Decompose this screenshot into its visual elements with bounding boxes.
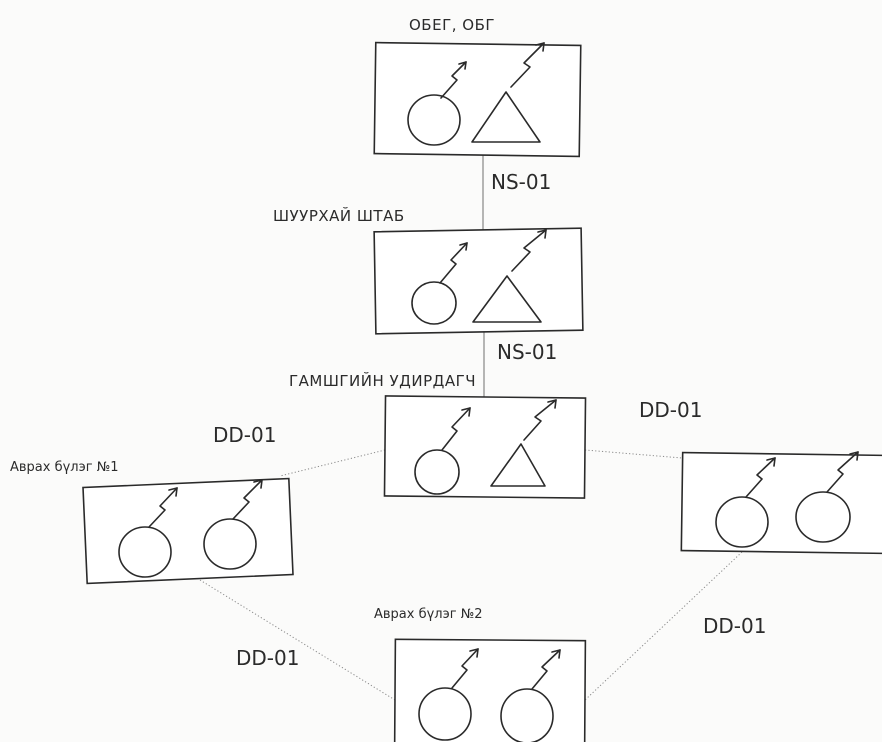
link-label-udirdagch-unit1: DD-01 (213, 423, 276, 447)
link-unit1-unit2 (199, 579, 396, 701)
node-obeg: ОБЕГ, ОБГ (373, 16, 582, 158)
triangle-antenna-icon (490, 399, 557, 487)
circle-antenna-icon (407, 61, 467, 146)
triangle-antenna-icon (471, 42, 545, 143)
circle-antenna-icon (500, 649, 561, 742)
node-obeg-title: ОБЕГ, ОБГ (409, 16, 495, 34)
circle-antenna-icon (715, 457, 776, 548)
circle-antenna-icon (414, 407, 471, 495)
node-unit1-box (82, 477, 294, 585)
link-label-unit3-unit2: DD-01 (703, 614, 766, 638)
node-shtab: ШУУРХАЙ ШТАБ (273, 206, 584, 335)
node-unit2: Аврах бүлэг №2 (374, 607, 587, 742)
link-label-obeg-shtab: NS-01 (491, 170, 551, 194)
connection-lines (199, 155, 743, 701)
circle-antenna-icon (411, 242, 468, 325)
circle-antenna-icon (418, 648, 479, 741)
node-udirdagch-title: ГАМШГИЙН УДИРДАГЧ (289, 371, 476, 390)
node-shtab-box (373, 227, 584, 335)
triangle-antenna-icon (472, 229, 547, 323)
link-label-shtab-udirdagch: NS-01 (497, 340, 557, 364)
node-udirdagch-box (383, 395, 587, 499)
node-udirdagch: ГАМШГИЙН УДИРДАГЧ (289, 371, 587, 499)
node-unit3-box (680, 451, 882, 555)
node-unit2-title: Аврах бүлэг №2 (374, 607, 483, 622)
node-unit2-box (393, 638, 587, 742)
link-udirdagch-unit3 (584, 449, 683, 459)
link-label-udirdagch-unit3: DD-01 (639, 398, 702, 422)
link-udirdagch-unit1 (279, 449, 386, 477)
node-obeg-box (373, 41, 582, 158)
circle-antenna-icon (203, 479, 263, 570)
circle-antenna-icon (795, 451, 859, 543)
node-unit1-title: Аврах бүлэг №1 (10, 460, 119, 475)
node-unit3 (680, 451, 882, 555)
node-unit1: Аврах бүлэг №1 (10, 460, 294, 585)
link-label-unit1-unit2: DD-01 (236, 646, 299, 670)
circle-antenna-icon (118, 487, 178, 578)
node-shtab-title: ШУУРХАЙ ШТАБ (273, 206, 405, 225)
